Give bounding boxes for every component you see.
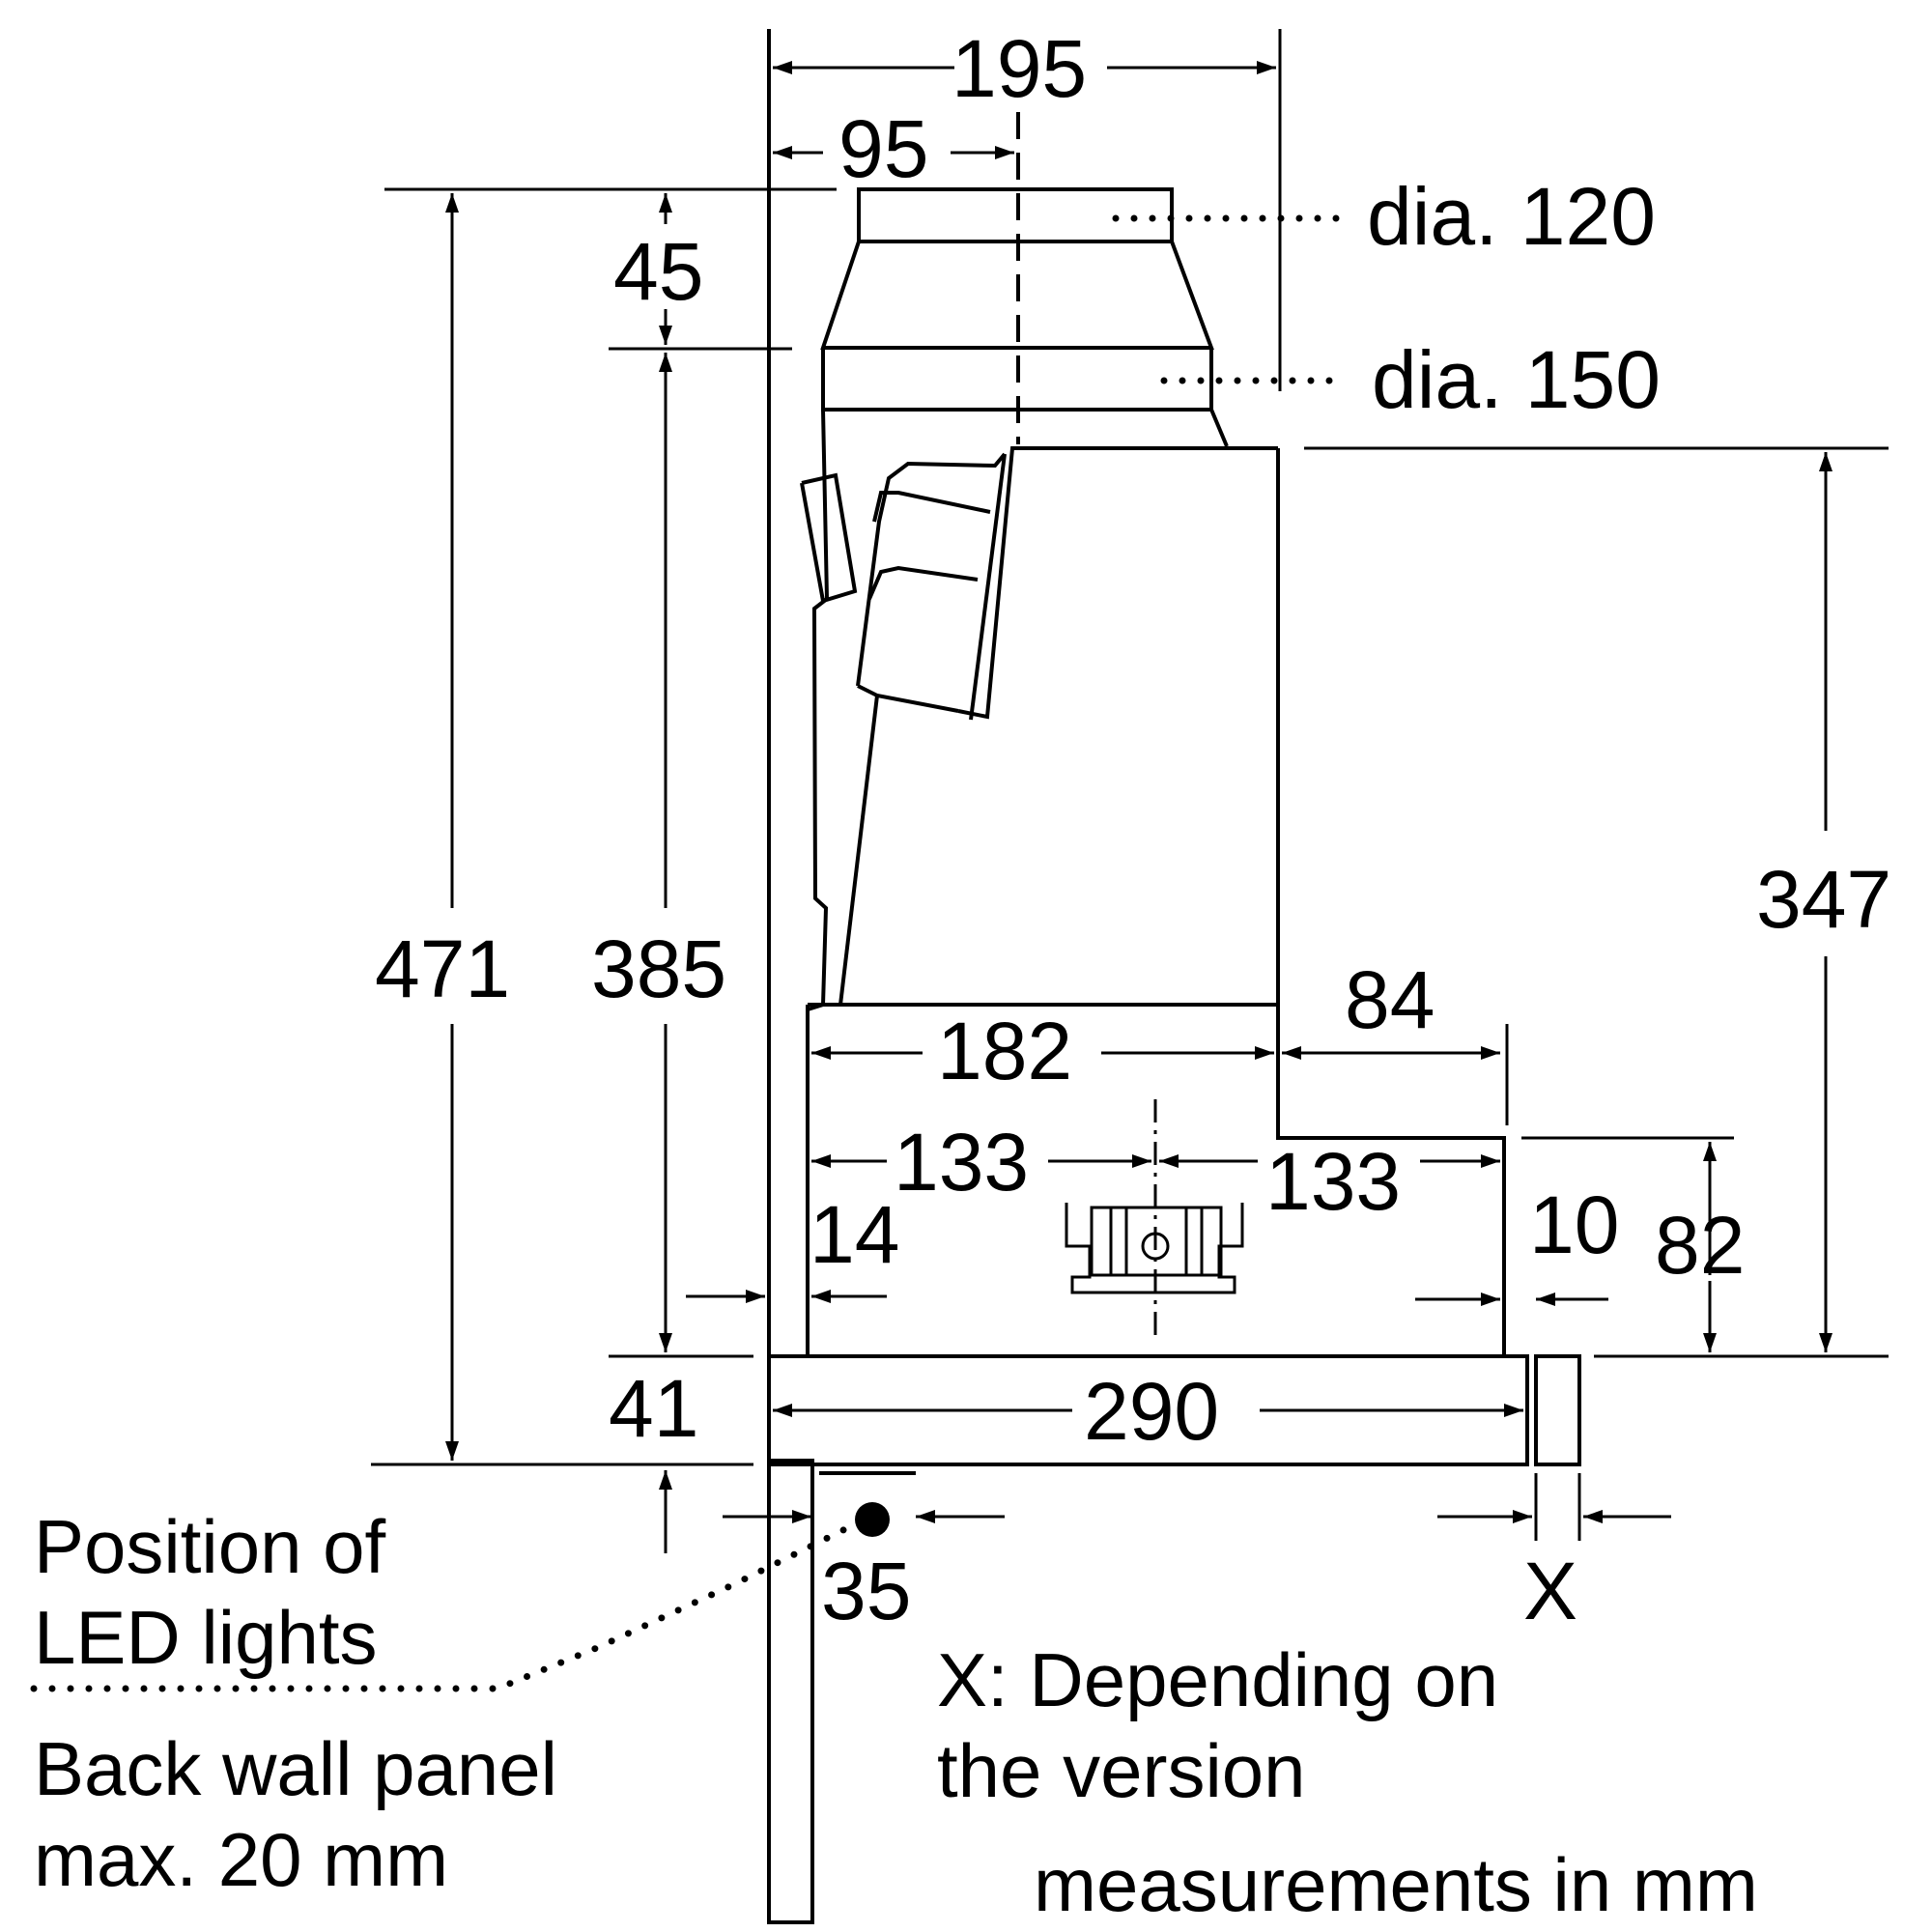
- dim-35: 35: [821, 1546, 911, 1636]
- x-note-line1: X: Depending on: [937, 1637, 1498, 1722]
- back-wall-panel-label-line2: max. 20 mm: [34, 1817, 448, 1902]
- dimension-lines: [445, 61, 1833, 1553]
- control-element: [1065, 1099, 1244, 1335]
- extractor-panel: [767, 1005, 1581, 1466]
- dim-385: 385: [591, 923, 726, 1014]
- dim-133-right: 133: [1265, 1136, 1401, 1227]
- dia-150-label: dia. 150: [1372, 334, 1661, 425]
- dim-x: X: [1523, 1546, 1577, 1636]
- dim-82: 82: [1655, 1200, 1745, 1291]
- dotted-leaders: [30, 214, 1351, 1692]
- dim-182: 182: [937, 1006, 1072, 1096]
- dia-120-label: dia. 120: [1367, 171, 1656, 262]
- dim-84: 84: [1345, 954, 1435, 1045]
- dim-290: 290: [1084, 1366, 1219, 1457]
- x-note-line2: the version: [937, 1728, 1306, 1813]
- callout-labels: dia. 120 dia. 150 Position of LED lights…: [34, 171, 1758, 1927]
- led-position-label-line1: Position of: [34, 1504, 386, 1589]
- back-wall-panel-label-line1: Back wall panel: [34, 1726, 557, 1811]
- dim-10: 10: [1529, 1179, 1619, 1270]
- units-note: measurements in mm: [1034, 1842, 1758, 1927]
- led-light-marker: [819, 1471, 916, 1537]
- dim-133-left: 133: [894, 1117, 1029, 1208]
- led-position-label-line2: LED lights: [34, 1595, 378, 1680]
- dimension-values: 195 95 45 471 385 347 84 182 133 133 14 …: [375, 23, 1891, 1636]
- dim-45: 45: [613, 226, 703, 317]
- hood-body: [800, 409, 1280, 1012]
- duct-connector: [820, 187, 1229, 447]
- back-wall: [767, 29, 814, 1924]
- dim-14: 14: [810, 1189, 899, 1280]
- dim-41: 41: [609, 1363, 698, 1454]
- dim-347: 347: [1756, 854, 1891, 945]
- dim-95: 95: [838, 103, 928, 194]
- dim-195: 195: [952, 23, 1087, 114]
- dim-471: 471: [375, 923, 510, 1014]
- extension-lines: [371, 29, 1889, 1541]
